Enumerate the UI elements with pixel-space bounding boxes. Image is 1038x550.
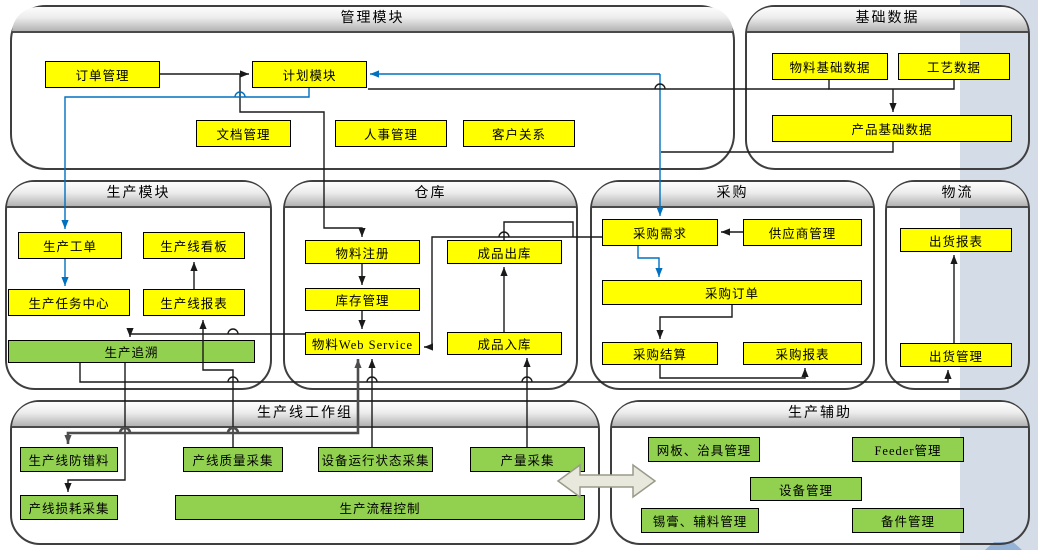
container-warehouse: 仓库 [283, 180, 578, 390]
container-logistics: 物流 [885, 180, 1030, 390]
container-basic-data: 基础数据 [745, 5, 1030, 170]
node-spare-parts-management: 备件管理 [852, 508, 964, 533]
node-line-error-proofing: 生产线防错料 [20, 447, 118, 472]
node-line-loss-collection: 产线损耗采集 [20, 495, 118, 520]
node-output-collection: 产量采集 [470, 447, 585, 472]
node-production-traceability: 生产追溯 [8, 340, 255, 363]
node-purchase-order: 采购订单 [602, 280, 862, 305]
node-supplier-management: 供应商管理 [743, 219, 862, 246]
node-feeder-management: Feeder管理 [852, 437, 964, 462]
node-solder-paste-material-management: 锡膏、辅料管理 [641, 508, 759, 533]
node-hr-management: 人事管理 [335, 120, 447, 147]
node-purchase-report: 采购报表 [743, 342, 862, 365]
container-production-auxiliary: 生产辅助 [610, 400, 1030, 545]
container-title-logistics: 物流 [887, 182, 1028, 208]
node-process-data: 工艺数据 [898, 53, 1010, 80]
node-production-work-order: 生产工单 [18, 232, 122, 259]
node-inventory-management: 库存管理 [305, 288, 420, 311]
container-procurement: 采购 [590, 180, 875, 390]
container-title-production-line-workgroup: 生产线工作组 [12, 402, 598, 428]
node-purchase-requirement: 采购需求 [602, 219, 718, 246]
node-finished-goods-outbound: 成品出库 [447, 240, 562, 264]
background-band [960, 0, 1038, 550]
container-production-line-workgroup: 生产线工作组 [10, 400, 600, 545]
container-title-production-auxiliary: 生产辅助 [612, 402, 1028, 428]
node-purchase-settlement: 采购结算 [602, 342, 718, 365]
container-title-production-module: 生产模块 [7, 182, 270, 208]
container-title-basic-data: 基础数据 [747, 7, 1028, 33]
node-material-registration: 物料注册 [305, 240, 420, 264]
node-stencil-fixture-management: 网板、治具管理 [648, 437, 760, 462]
node-production-line-kanban: 生产线看板 [143, 232, 245, 259]
node-material-web-service: 物料Web Service [305, 332, 420, 355]
container-title-management-module: 管理模块 [12, 7, 733, 33]
node-finished-goods-inbound: 成品入库 [447, 332, 562, 355]
container-management-module: 管理模块 [10, 5, 735, 170]
node-line-quality-collection: 产线质量采集 [183, 447, 283, 472]
node-order-management: 订单管理 [45, 61, 160, 88]
node-product-base-data: 产品基础数据 [772, 115, 1012, 142]
node-planning-module: 计划模块 [252, 61, 367, 88]
node-production-line-report: 生产线报表 [143, 289, 245, 316]
node-shipping-management: 出货管理 [900, 343, 1012, 367]
node-document-management: 文档管理 [196, 120, 291, 147]
node-material-base-data: 物料基础数据 [772, 53, 888, 80]
node-shipping-report: 出货报表 [900, 228, 1012, 252]
node-production-process-control: 生产流程控制 [175, 495, 585, 520]
node-production-task-center: 生产任务中心 [8, 289, 130, 316]
node-equipment-management: 设备管理 [750, 477, 862, 501]
container-title-procurement: 采购 [592, 182, 873, 208]
node-equipment-status-collection: 设备运行状态采集 [318, 447, 433, 472]
node-customer-relations: 客户关系 [463, 120, 575, 147]
container-title-warehouse: 仓库 [285, 182, 576, 208]
